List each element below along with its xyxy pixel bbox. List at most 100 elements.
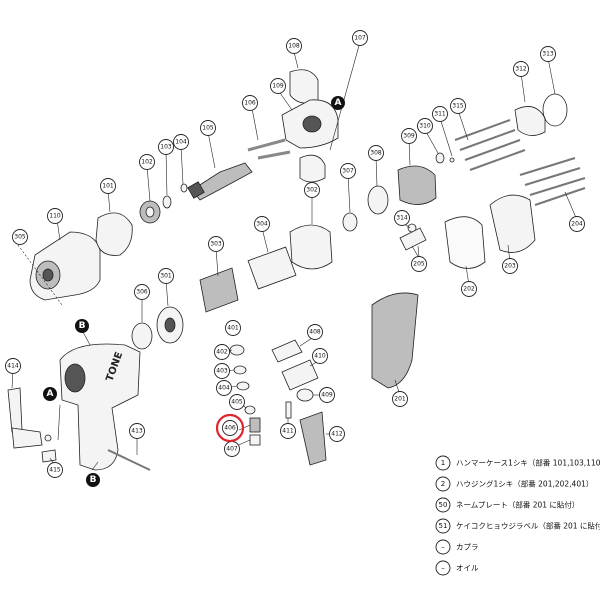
- callout-label: 301: [160, 273, 172, 280]
- part-301-shape: [131, 322, 153, 350]
- callouts: 108109A107106105104103102101110305304303…: [5, 30, 585, 487]
- legend-row: –オイル: [435, 560, 479, 576]
- hammer-case-group: [17, 138, 291, 306]
- callout-201: 201: [392, 391, 408, 407]
- callout-label: 410: [314, 353, 326, 360]
- callout-label: 104: [175, 139, 187, 146]
- part-413-pin: [44, 434, 52, 442]
- callout-label: 309: [403, 133, 415, 140]
- callout-407: 407: [224, 441, 240, 457]
- part-415-shape: [41, 449, 57, 463]
- callout-label: 201: [394, 396, 406, 403]
- callout-label: 411: [282, 428, 294, 435]
- svg-text:B: B: [90, 475, 97, 485]
- callout-label: 101: [102, 183, 114, 190]
- callout-102: 102: [139, 154, 155, 170]
- callout-110: 110: [47, 208, 63, 224]
- callout-label: 415: [49, 467, 61, 474]
- callout-label: 105: [202, 125, 214, 132]
- callout-label: 409: [321, 392, 333, 399]
- callout-label: 404: [218, 385, 230, 392]
- legend-number: 51: [439, 522, 448, 530]
- part-408-shape: [281, 359, 319, 391]
- part-403-shape: [236, 381, 250, 391]
- callout-401: 401: [225, 320, 241, 336]
- part-202-shape: [371, 292, 419, 389]
- legend-number: 50: [439, 501, 448, 509]
- part-303-shape: [289, 224, 333, 270]
- callout-204: 204: [569, 216, 585, 232]
- marker-b: B: [86, 473, 100, 487]
- callout-label: 305: [14, 234, 26, 241]
- callout-409: 409: [319, 387, 335, 403]
- callout-label: 402: [216, 349, 228, 356]
- callout-405: 405: [229, 394, 245, 410]
- callout-104: 104: [173, 134, 189, 150]
- part-108b-shape: [299, 154, 326, 183]
- callout-107: 107: [352, 30, 368, 46]
- callout-label: B: [79, 321, 86, 331]
- legend-description: ネームプレート（部番 201 に貼付）: [456, 500, 579, 510]
- callout-label: 108: [288, 43, 300, 50]
- part-308-shape: [397, 165, 437, 205]
- part-107-pin-b: [257, 150, 291, 160]
- part-405-shape: [249, 417, 261, 433]
- callout-309: 309: [401, 128, 417, 144]
- callout-315: 315: [450, 98, 466, 114]
- callout-label: 306: [136, 289, 148, 296]
- marker-a: A: [331, 96, 345, 110]
- rear-cover-group: [444, 157, 586, 269]
- callout-410: 410: [312, 348, 328, 364]
- callout-103: 103: [158, 139, 174, 155]
- callout-label: 102: [141, 159, 153, 166]
- part-412-shape: [107, 449, 151, 471]
- callout-308: 308: [368, 145, 384, 161]
- part-110-line: [17, 244, 63, 306]
- callout-label: 106: [244, 100, 256, 107]
- callout-label: 310: [419, 123, 431, 130]
- part-307-shape: [367, 185, 389, 215]
- part-309-shape: [435, 152, 445, 164]
- part-314-shape: [399, 227, 427, 251]
- callout-205: 205: [411, 256, 427, 272]
- part-104-shape: [162, 195, 172, 209]
- marker-a: A: [43, 387, 57, 401]
- callout-label: 202: [463, 286, 475, 293]
- part-401-shape: [229, 344, 245, 356]
- callout-412: 412: [329, 426, 345, 442]
- callout-403: 403: [214, 363, 230, 379]
- callout-408: 408: [307, 324, 323, 340]
- callout-label: A: [335, 98, 342, 108]
- callout-label: 204: [571, 221, 583, 228]
- marker-b: B: [75, 319, 89, 333]
- callout-label: 412: [331, 431, 343, 438]
- callout-label: 308: [370, 150, 382, 157]
- callout-label: 205: [413, 261, 425, 268]
- callout-310: 310: [417, 118, 433, 134]
- part-404-shape: [244, 405, 256, 415]
- leader-lines: [11, 41, 578, 471]
- part-411-shape: [299, 411, 327, 466]
- part-204-shape: [489, 194, 536, 253]
- part-205-bolts: [519, 157, 586, 206]
- callout-label: 304: [256, 221, 268, 228]
- callout-402: 402: [214, 344, 230, 360]
- callout-label: 107: [354, 35, 366, 42]
- callout-label: 405: [231, 399, 243, 406]
- callout-101: 101: [100, 178, 116, 194]
- part-306-shape: [342, 212, 358, 232]
- callout-label: 312: [515, 66, 527, 73]
- part-101-bore: [42, 268, 54, 282]
- callout-305: 305: [12, 229, 28, 245]
- part-109-hole: [302, 115, 322, 133]
- legend-number: –: [441, 543, 445, 551]
- part-107-pin-a: [247, 138, 286, 152]
- callout-105: 105: [200, 120, 216, 136]
- callout-label: 311: [434, 111, 446, 118]
- callout-312: 312: [513, 61, 529, 77]
- throttle-group: [7, 387, 151, 471]
- callout-label: 407: [226, 446, 238, 453]
